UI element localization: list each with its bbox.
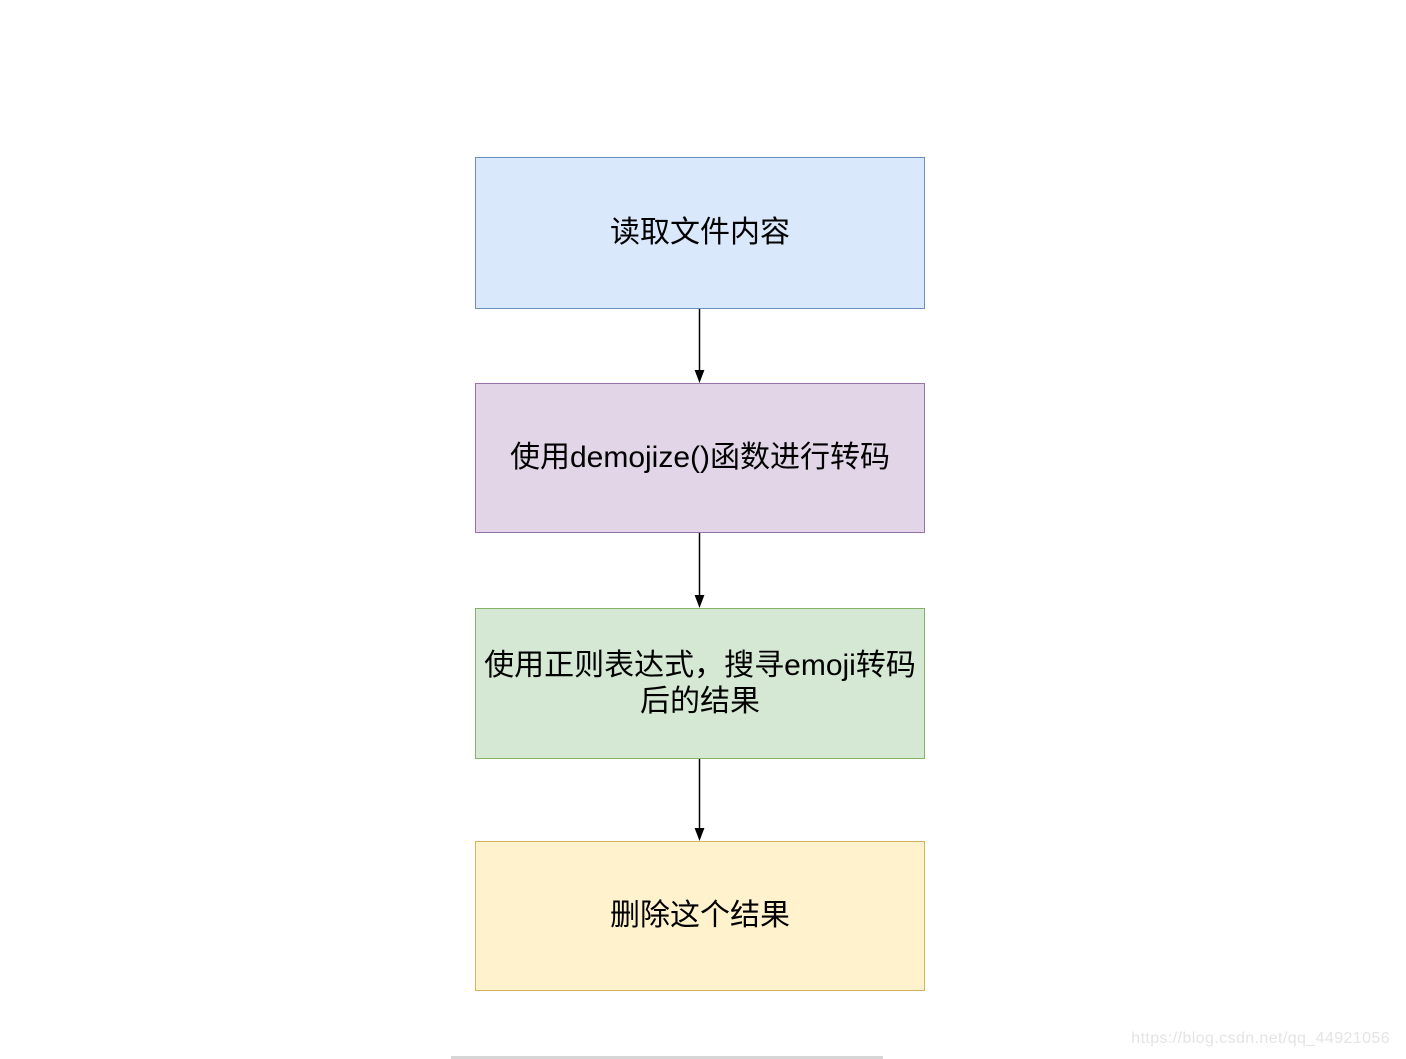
watermark: https://blog.csdn.net/qq_44921056: [1131, 1030, 1390, 1047]
flow-node-demojize-transcode: 使用demojize()函数进行转码: [475, 383, 925, 533]
partial-shape-bottom: [451, 1056, 883, 1059]
flow-node-label: 读取文件内容: [610, 216, 790, 249]
flow-node-label: 删除这个结果: [610, 899, 790, 932]
flow-node-read-file: 读取文件内容: [475, 157, 925, 309]
flow-node-label: 使用demojize()函数进行转码: [509, 441, 891, 474]
arrow-down-icon: [694, 533, 705, 608]
flow-node-delete-result: 删除这个结果: [475, 841, 925, 991]
arrow-down-icon: [694, 759, 705, 841]
arrow-down-icon: [694, 309, 705, 383]
flow-node-label: 使用正则表达式，搜寻emoji转码后的结果: [484, 648, 916, 718]
flow-node-regex-search: 使用正则表达式，搜寻emoji转码后的结果: [475, 608, 925, 759]
